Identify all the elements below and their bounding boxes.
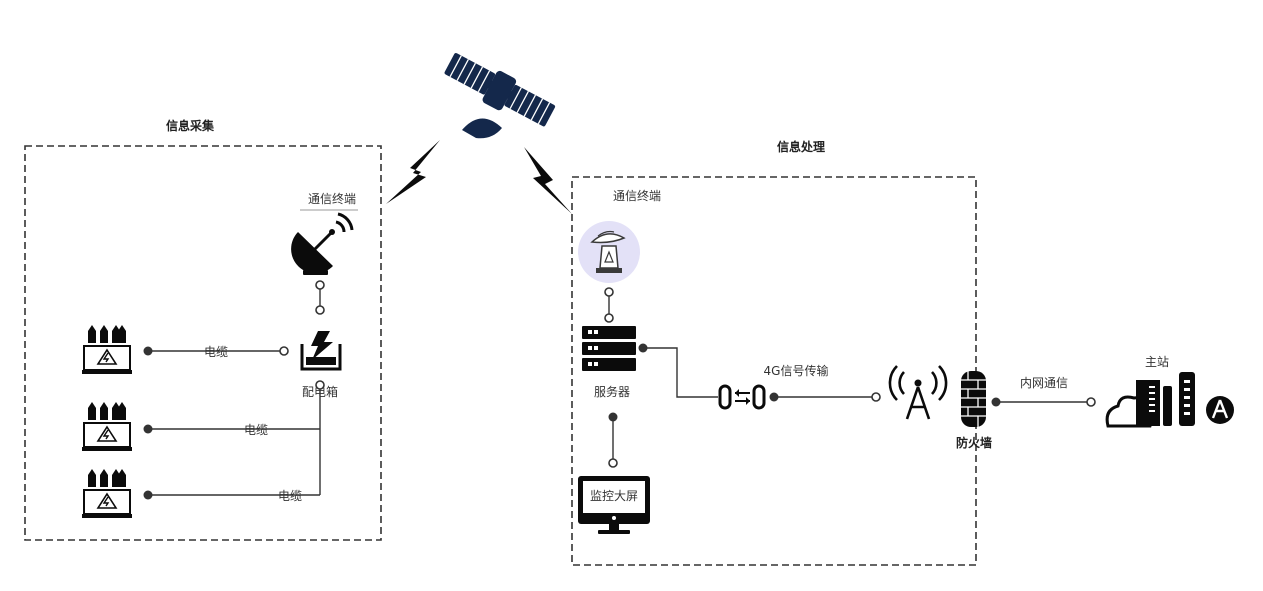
monitor-port xyxy=(608,458,618,468)
ground-station-port xyxy=(604,287,614,297)
left-lightning-icon xyxy=(386,140,440,204)
antenna-tower-icon xyxy=(888,365,948,420)
server-label: 服务器 xyxy=(594,384,630,399)
server-icon xyxy=(582,326,636,371)
distribution-box-icon xyxy=(300,331,342,371)
distribution-box-bus-port xyxy=(315,380,325,390)
monitor-label: 监控大屏 xyxy=(590,489,638,503)
collect-group-frame xyxy=(24,145,382,541)
main-station-label: 主站 xyxy=(1145,355,1169,369)
monitor-icon xyxy=(578,476,650,534)
cable-3-link xyxy=(143,490,320,500)
transformer-icon-3 xyxy=(82,469,132,518)
collect-group-title: 信息采集 xyxy=(166,118,215,133)
cable-1-label: 电缆 xyxy=(204,345,228,359)
firewall-label: 防火墙 xyxy=(956,435,992,450)
satellite-icon xyxy=(444,53,556,139)
firewall-icon xyxy=(961,371,986,427)
ground-station-icon xyxy=(578,221,640,283)
satellite-dish-icon xyxy=(291,212,354,275)
cable-2-link xyxy=(143,424,320,434)
right-terminal-label: 通信终端 xyxy=(613,188,661,203)
main-station-icon xyxy=(1105,372,1234,428)
intranet-link xyxy=(991,397,1096,407)
intranet-label: 内网通信 xyxy=(1020,376,1068,390)
signal-4g-label: 4G信号传输 xyxy=(764,363,829,378)
cable-3-label: 电缆 xyxy=(278,489,302,503)
transformer-icon-1 xyxy=(82,325,132,374)
left-terminal-label: 通信终端 xyxy=(308,191,356,206)
server-modem-link xyxy=(638,343,718,398)
server-top-port xyxy=(604,313,614,323)
right-lightning-icon xyxy=(524,147,572,214)
signal-4g-link xyxy=(769,392,881,402)
modem-4g-icon xyxy=(718,384,766,410)
cable-1-link xyxy=(143,346,289,356)
process-group-title: 信息处理 xyxy=(777,139,825,154)
distribution-box-port xyxy=(315,305,325,315)
cable-2-label: 电缆 xyxy=(244,423,268,437)
transformer-icon-2 xyxy=(82,402,132,451)
left-terminal-port xyxy=(315,280,325,290)
